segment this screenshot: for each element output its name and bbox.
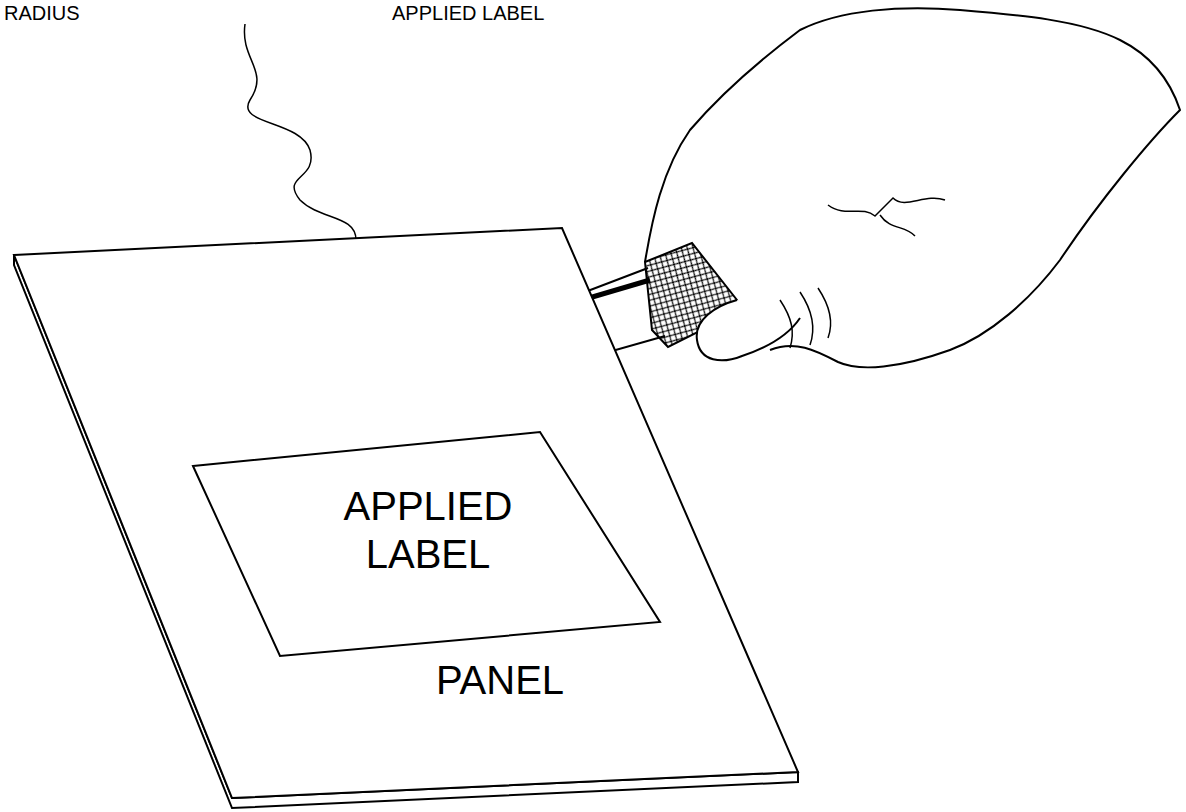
part-name: APPLIED LABEL <box>313 482 543 578</box>
thumb-crease <box>780 288 831 348</box>
part-name: APPLIED LABEL <box>392 2 544 24</box>
dimension-label: RADIUS <box>4 2 80 24</box>
hand-outline <box>645 8 1180 367</box>
part-name: PANEL <box>420 656 580 704</box>
thumb <box>697 300 800 360</box>
node-face <box>193 432 660 656</box>
applied-label: APPLIED LABEL <box>193 432 660 656</box>
node-face <box>14 228 798 798</box>
panel: PANEL APPLIED LABEL <box>10 226 802 810</box>
sleeve-frills <box>828 198 945 236</box>
